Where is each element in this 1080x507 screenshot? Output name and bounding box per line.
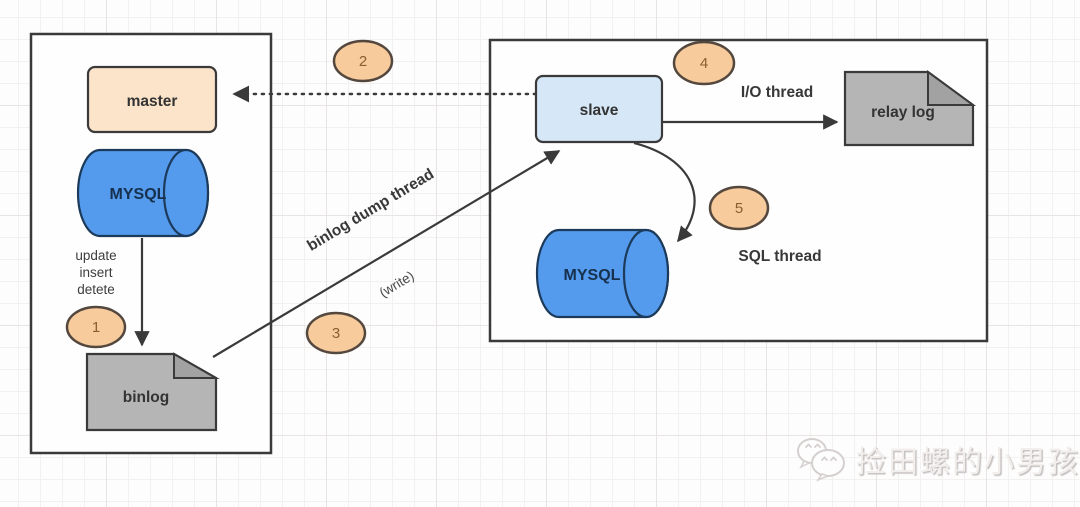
operation-insert-label: insert bbox=[79, 265, 112, 280]
step-badge-3: 3 bbox=[305, 311, 367, 355]
step-badge-5: 5 bbox=[708, 185, 770, 231]
binlog-label: binlog bbox=[123, 389, 170, 406]
watermark: 捡田螺的小男孩 bbox=[792, 434, 1080, 484]
mysql-master-label: MYSQL bbox=[110, 186, 167, 203]
step-badge-2: 2 bbox=[332, 39, 394, 83]
sql-thread-curved-arrow bbox=[633, 141, 696, 243]
operation-detete-label: detete bbox=[77, 282, 115, 297]
binlog-dump-thread-label: binlog dump thread bbox=[304, 166, 437, 255]
mysql-slave-label: MYSQL bbox=[564, 267, 621, 284]
step-badge-5-number: 5 bbox=[735, 200, 743, 217]
io-thread-label: I/O thread bbox=[741, 84, 813, 101]
slave-node-label: slave bbox=[580, 102, 619, 119]
watermark-text: 捡田螺的小男孩 bbox=[856, 446, 1080, 479]
wechat-bubbles-icon bbox=[797, 438, 845, 482]
master-node-label: master bbox=[127, 93, 178, 110]
step-badge-1-number: 1 bbox=[92, 319, 100, 336]
step-badge-1: 1 bbox=[65, 305, 127, 349]
slave-node bbox=[534, 74, 664, 144]
step-badge-4: 4 bbox=[672, 40, 736, 86]
operation-update-label: update bbox=[75, 248, 116, 263]
step-badge-2-number: 2 bbox=[359, 53, 367, 70]
relay-log-label: relay log bbox=[871, 104, 935, 121]
mysql-slave-cylinder-cap bbox=[622, 228, 670, 319]
sql-thread-label: SQL thread bbox=[738, 248, 821, 265]
step-badge-4-number: 4 bbox=[700, 55, 708, 72]
write-label: (write) bbox=[377, 268, 417, 300]
mysql-master-cylinder-cap bbox=[162, 148, 210, 238]
step-badge-3-number: 3 bbox=[332, 325, 340, 342]
binlog-dump-thread-arrow bbox=[212, 150, 561, 358]
master-node bbox=[86, 65, 218, 134]
binlog-document-fold bbox=[173, 352, 220, 379]
relay-log-document-fold bbox=[927, 70, 977, 106]
